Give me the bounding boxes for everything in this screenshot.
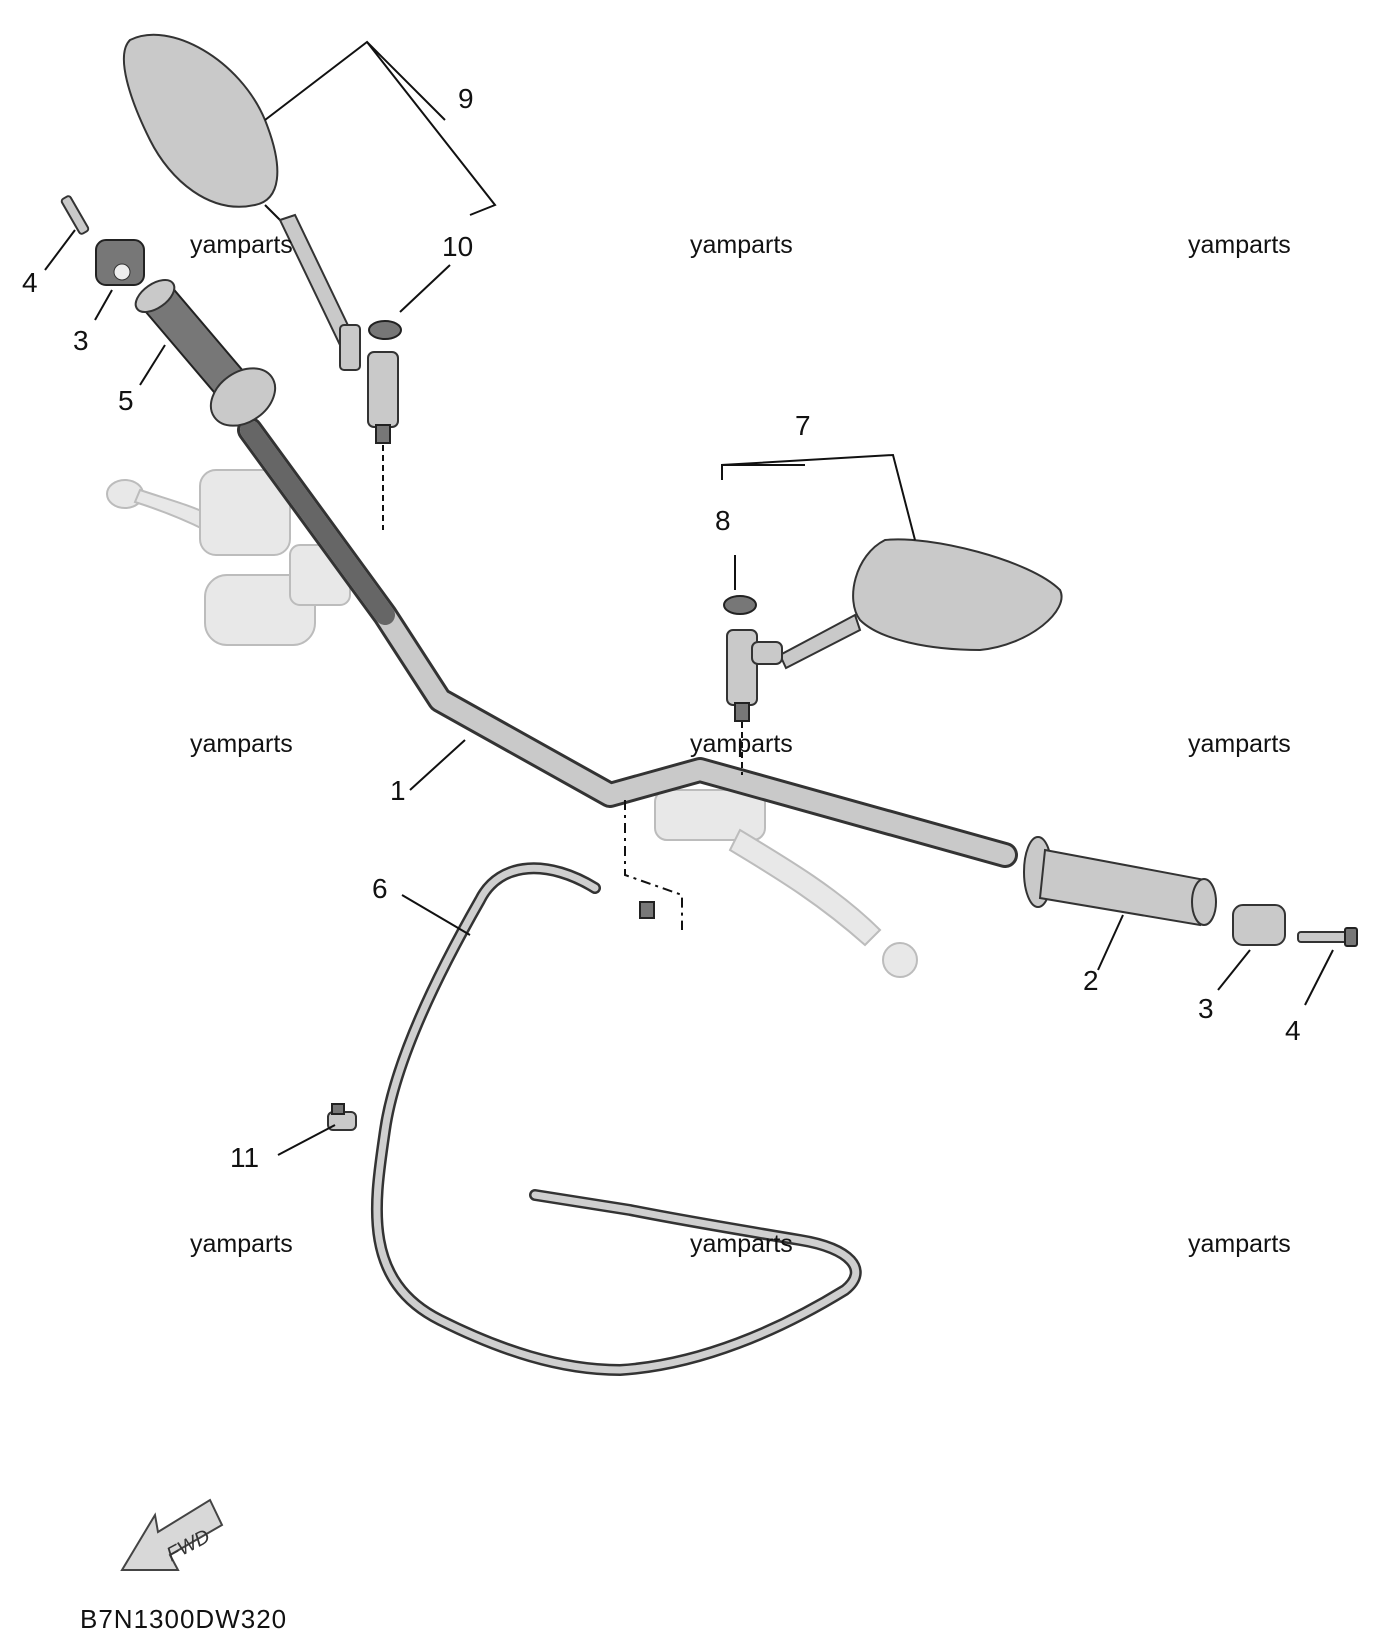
callout-6: 6: [372, 873, 388, 904]
right-grip: [1023, 836, 1217, 927]
clutch-cable: [370, 862, 862, 1377]
watermark: yamparts: [690, 1230, 793, 1258]
left-mirror: [122, 33, 361, 371]
right-mirror-adapter: [726, 629, 783, 722]
diagram-code: B7N1300DW320: [80, 1604, 287, 1634]
right-screw: [1297, 927, 1358, 947]
watermark: yamparts: [690, 730, 793, 758]
callout-7: 7: [795, 410, 811, 441]
callout-5: 5: [118, 385, 134, 416]
callout-9: 9: [458, 83, 474, 114]
watermark: yamparts: [190, 1230, 293, 1258]
callout-10: 10: [442, 231, 473, 262]
left-screw: [60, 195, 90, 235]
left-grip: [134, 279, 277, 427]
callout-8: 8: [715, 505, 731, 536]
callout-11: 11: [230, 1142, 259, 1173]
ghost-left-lever-assembly: [106, 469, 351, 646]
forward-arrow-icon: FWD: [120, 1498, 224, 1571]
callout-1: 1: [390, 775, 406, 806]
watermark: yamparts: [190, 231, 293, 259]
left-bar-end-weight: [95, 239, 145, 286]
callout-4-right: 4: [1285, 1015, 1301, 1046]
right-mirror: [778, 538, 1063, 670]
right-mirror-cap: [723, 595, 757, 615]
callout-2: 2: [1083, 965, 1099, 996]
watermark: yamparts: [1188, 231, 1291, 259]
ghost-right-lever-assembly: [654, 789, 918, 978]
watermark: yamparts: [690, 231, 793, 259]
watermark: yamparts: [1188, 1230, 1291, 1258]
right-bar-end-weight: [1232, 904, 1286, 946]
left-mirror-cap: [368, 320, 402, 340]
left-mirror-adapter: [367, 351, 399, 444]
watermark: yamparts: [1188, 730, 1291, 758]
watermark: yamparts: [190, 730, 293, 758]
callout-3-left: 3: [73, 325, 89, 356]
callout-4-left: 4: [22, 267, 38, 298]
callout-3-right: 3: [1198, 993, 1214, 1024]
cable-fitting: [639, 901, 655, 919]
